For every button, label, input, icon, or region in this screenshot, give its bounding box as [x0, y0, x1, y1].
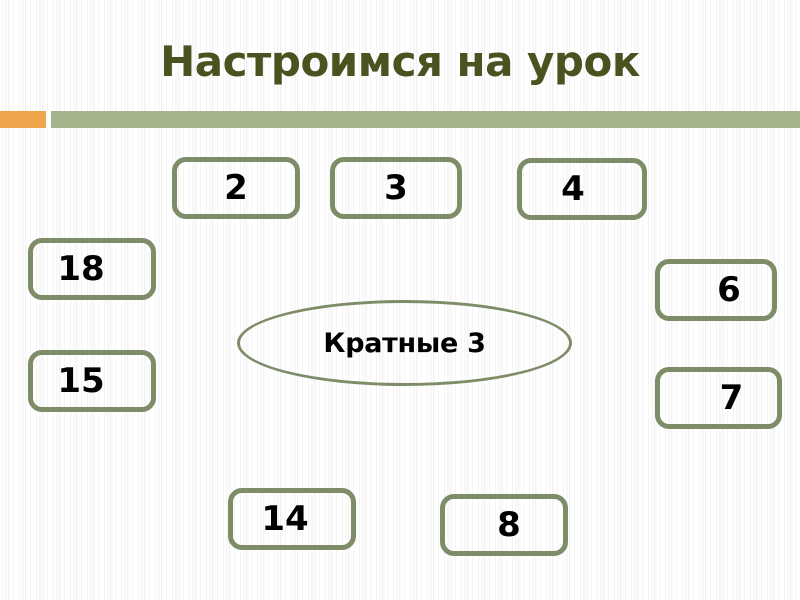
center-ellipse-label: Кратные 3 — [323, 327, 486, 359]
number-box-label: 2 — [224, 168, 248, 208]
center-ellipse[interactable]: Кратные 3 — [237, 300, 572, 386]
number-box-label: 3 — [384, 168, 408, 208]
number-box-4[interactable]: 4 — [517, 158, 647, 220]
number-box-2[interactable]: 2 — [172, 157, 300, 219]
number-box-label: 15 — [57, 361, 105, 401]
number-box-18[interactable]: 18 — [28, 238, 156, 300]
number-box-6[interactable]: 6 — [655, 259, 777, 321]
number-box-15[interactable]: 15 — [28, 350, 156, 412]
number-box-14[interactable]: 14 — [228, 488, 356, 550]
title-divider — [0, 111, 800, 128]
number-box-7[interactable]: 7 — [655, 367, 782, 429]
green-divider-bar — [51, 111, 800, 128]
page-title: Настроимся на урок — [160, 37, 640, 86]
number-box-label: 4 — [561, 169, 585, 209]
number-box-3[interactable]: 3 — [330, 157, 462, 219]
number-box-label: 14 — [261, 499, 309, 539]
number-box-8[interactable]: 8 — [440, 494, 568, 556]
number-box-label: 8 — [497, 505, 521, 545]
number-box-label: 6 — [717, 270, 741, 310]
orange-accent-block — [0, 111, 46, 128]
number-box-label: 18 — [57, 249, 105, 289]
number-box-label: 7 — [719, 378, 744, 418]
